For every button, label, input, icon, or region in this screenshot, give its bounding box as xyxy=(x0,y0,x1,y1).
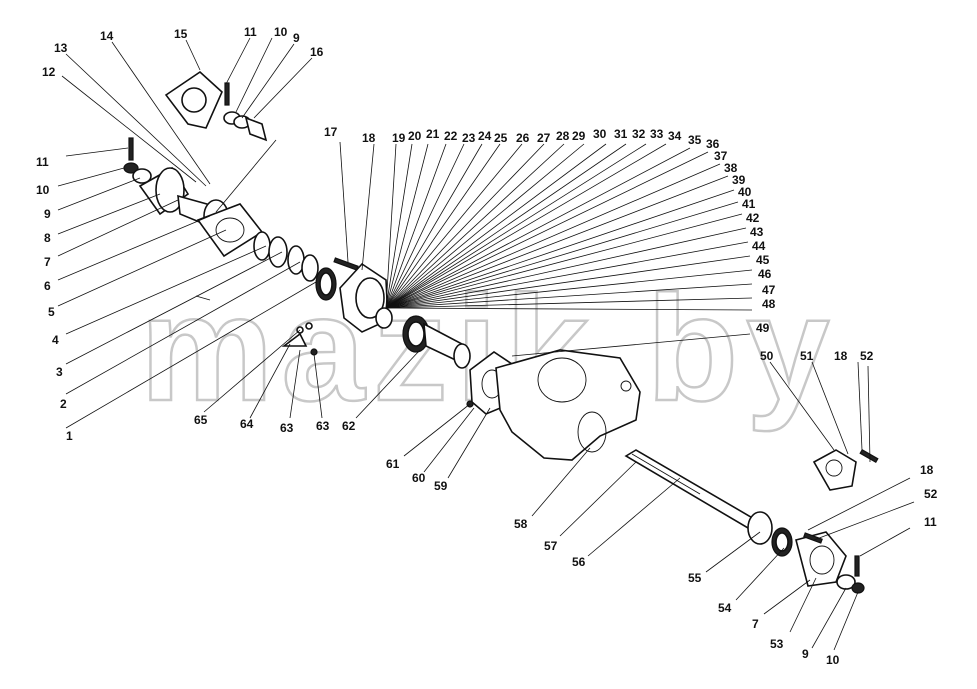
label-25: 25 xyxy=(494,131,508,145)
label-65: 65 xyxy=(194,413,208,427)
label-20: 20 xyxy=(408,129,422,143)
label-10-right: 10 xyxy=(826,653,840,667)
label-15: 15 xyxy=(174,27,188,41)
label-9-top: 9 xyxy=(293,31,300,45)
label-29: 29 xyxy=(572,129,586,143)
label-23: 23 xyxy=(462,131,476,145)
label-34: 34 xyxy=(668,129,682,143)
label-52-top: 52 xyxy=(860,349,874,363)
label-60: 60 xyxy=(412,471,426,485)
label-33: 33 xyxy=(650,127,664,141)
label-36: 36 xyxy=(706,137,720,151)
label-47: 47 xyxy=(762,283,776,297)
label-58: 58 xyxy=(514,517,528,531)
label-14: 14 xyxy=(100,29,114,43)
part-bolt-11-left xyxy=(128,137,134,161)
label-16: 16 xyxy=(310,45,324,59)
part-cover-50 xyxy=(812,449,857,491)
parts-layer xyxy=(123,70,879,594)
label-6: 6 xyxy=(44,279,51,293)
label-18-right: 18 xyxy=(920,463,934,477)
label-63-right: 63 xyxy=(316,419,330,433)
label-59: 59 xyxy=(434,479,448,493)
label-26: 26 xyxy=(516,131,530,145)
label-63-left: 63 xyxy=(280,421,294,435)
label-11-left: 11 xyxy=(36,155,49,169)
label-40: 40 xyxy=(738,185,752,199)
label-38: 38 xyxy=(724,161,738,175)
label-64: 64 xyxy=(240,417,254,431)
leader-lines xyxy=(57,37,915,651)
label-62: 62 xyxy=(342,419,356,433)
label-18-right-top: 18 xyxy=(834,349,848,363)
label-11-right: 11 xyxy=(924,515,937,529)
label-12: 12 xyxy=(42,65,56,79)
part-sleeve-16 xyxy=(244,116,268,142)
label-44: 44 xyxy=(752,239,766,253)
label-1: 1 xyxy=(66,429,73,443)
label-39: 39 xyxy=(732,173,746,187)
label-10-left: 10 xyxy=(36,183,50,197)
part-flange-7-right xyxy=(795,531,847,587)
label-50: 50 xyxy=(760,349,774,363)
label-24: 24 xyxy=(478,129,492,143)
label-52-right: 52 xyxy=(924,487,938,501)
part-seal-ring xyxy=(375,307,393,329)
label-5: 5 xyxy=(48,305,55,319)
label-7-left: 7 xyxy=(44,255,51,269)
label-27: 27 xyxy=(537,131,551,145)
part-main-housing xyxy=(495,349,641,461)
label-32: 32 xyxy=(632,127,646,141)
label-9-right: 9 xyxy=(802,647,809,661)
part-bolt-11-top xyxy=(224,82,230,106)
label-42: 42 xyxy=(746,211,760,225)
label-11-top: 11 xyxy=(244,25,257,39)
label-46: 46 xyxy=(758,267,772,281)
label-19: 19 xyxy=(392,131,406,145)
label-7-right: 7 xyxy=(752,617,759,631)
label-30: 30 xyxy=(593,127,607,141)
callout-labels: 1 2 3 4 5 6 7 8 9 10 11 12 13 14 15 11 1… xyxy=(36,25,938,667)
label-4: 4 xyxy=(52,333,59,347)
label-56: 56 xyxy=(572,555,586,569)
label-53: 53 xyxy=(770,637,784,651)
label-17: 17 xyxy=(324,125,338,139)
label-49: 49 xyxy=(756,321,770,335)
label-57: 57 xyxy=(544,539,558,553)
label-43: 43 xyxy=(750,225,764,239)
label-8: 8 xyxy=(44,231,51,245)
label-45: 45 xyxy=(756,253,770,267)
label-37: 37 xyxy=(714,149,728,163)
label-61: 61 xyxy=(386,457,400,471)
label-13: 13 xyxy=(54,41,68,55)
label-35: 35 xyxy=(688,133,702,147)
label-18-top: 18 xyxy=(362,131,376,145)
label-9-left: 9 xyxy=(44,207,51,221)
label-31: 31 xyxy=(614,127,628,141)
label-3: 3 xyxy=(56,365,63,379)
label-22: 22 xyxy=(444,129,458,143)
label-28: 28 xyxy=(556,129,570,143)
label-21: 21 xyxy=(426,127,440,141)
label-55: 55 xyxy=(688,571,702,585)
label-51: 51 xyxy=(800,349,814,363)
label-41: 41 xyxy=(742,197,756,211)
label-48: 48 xyxy=(762,297,776,311)
label-10-top: 10 xyxy=(274,25,288,39)
label-54: 54 xyxy=(718,601,732,615)
label-2: 2 xyxy=(60,397,67,411)
